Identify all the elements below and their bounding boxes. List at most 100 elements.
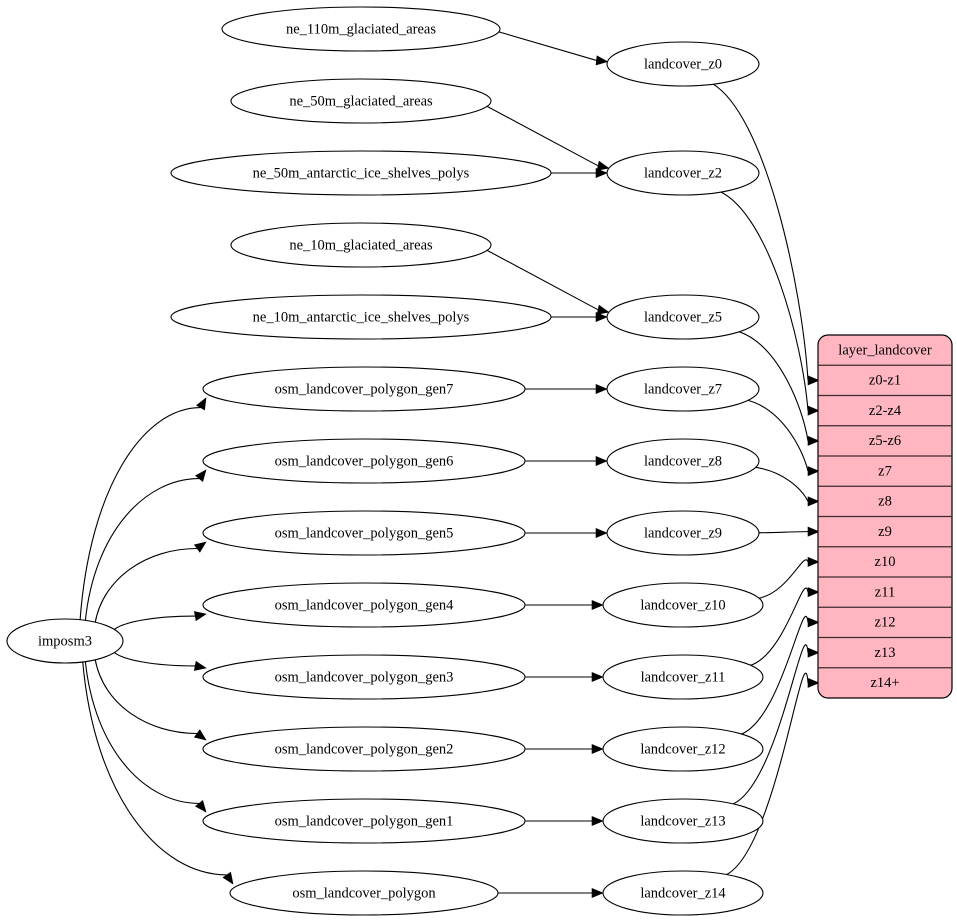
node-label: landcover_z12 bbox=[640, 741, 725, 757]
osm-node-osm_landcover_polygon_gen3[interactable]: osm_landcover_polygon_gen3 bbox=[202, 654, 526, 700]
node-label: ne_10m_glaciated_areas bbox=[289, 237, 433, 253]
record-row-label: z5-z6 bbox=[869, 433, 901, 449]
edge-arrowhead bbox=[807, 435, 820, 446]
landcover-node-landcover_z10[interactable]: landcover_z10 bbox=[602, 582, 764, 628]
edge-landcover_z8-to-record bbox=[753, 466, 809, 502]
landcover-node-landcover_z11[interactable]: landcover_z11 bbox=[602, 654, 764, 700]
node-label: ne_50m_glaciated_areas bbox=[289, 93, 433, 109]
edge-arrowhead bbox=[807, 587, 820, 598]
record-row-label: z11 bbox=[875, 584, 895, 600]
edge-arrowhead bbox=[193, 660, 207, 671]
ne-node-ne_110m_glaciated_areas[interactable]: ne_110m_glaciated_areas bbox=[221, 6, 501, 52]
edge-arrowhead bbox=[807, 405, 820, 416]
record-node-layer-landcover[interactable]: layer_landcoverz0-z1z2-z4z5-z6z7z8z9z10z… bbox=[817, 334, 953, 699]
edge-arrowhead bbox=[807, 466, 820, 477]
node-ellipse bbox=[230, 222, 492, 268]
edge-arrowhead bbox=[596, 160, 610, 171]
node-label: imposm3 bbox=[38, 633, 92, 649]
osm-node-osm_landcover_polygon_gen4[interactable]: osm_landcover_polygon_gen4 bbox=[202, 582, 526, 628]
node-label: landcover_z5 bbox=[644, 309, 722, 325]
node-ellipse bbox=[602, 582, 764, 628]
edge-landcover_z14-to-record bbox=[725, 672, 809, 876]
landcover-node-landcover_z7[interactable]: landcover_z7 bbox=[606, 366, 760, 412]
osm-node-osm_landcover_polygon_gen1[interactable]: osm_landcover_polygon_gen1 bbox=[202, 798, 526, 844]
ne-node-ne_50m_glaciated_areas[interactable]: ne_50m_glaciated_areas bbox=[230, 78, 492, 124]
record-row-label: z12 bbox=[875, 615, 896, 631]
node-ellipse bbox=[202, 438, 526, 484]
edge-arrowhead bbox=[595, 527, 608, 539]
record-row-label: z2-z4 bbox=[869, 403, 902, 419]
node-ellipse bbox=[221, 6, 501, 52]
edge-ne_110m_glaciated_areas-to-landcover_z0 bbox=[496, 30, 597, 61]
node-ellipse bbox=[202, 798, 526, 844]
node-label: osm_landcover_polygon_gen4 bbox=[275, 597, 455, 613]
node-ellipse bbox=[606, 150, 760, 196]
edge-arrowhead bbox=[596, 304, 610, 315]
node-label: landcover_z14 bbox=[640, 885, 726, 901]
edge-imposm3-to-osm_landcover_polygon_gen1 bbox=[84, 660, 200, 804]
edge-arrowhead bbox=[591, 743, 604, 755]
node-ellipse bbox=[606, 366, 760, 412]
node-ellipse bbox=[606, 41, 760, 87]
node-label: landcover_z0 bbox=[644, 56, 722, 72]
node-ellipse bbox=[606, 294, 760, 340]
edge-imposm3-to-osm_landcover_polygon_gen5 bbox=[94, 547, 198, 624]
node-ellipse bbox=[202, 366, 526, 412]
node-label: ne_50m_antarctic_ice_shelves_polys bbox=[253, 165, 470, 181]
osm-node-osm_landcover_polygon_gen2[interactable]: osm_landcover_polygon_gen2 bbox=[202, 726, 526, 772]
osm-node-osm_landcover_polygon_gen5[interactable]: osm_landcover_polygon_gen5 bbox=[202, 510, 526, 556]
node-ellipse bbox=[602, 726, 764, 772]
edge-arrowhead bbox=[807, 375, 820, 386]
ne-node-ne_50m_antarctic_ice_shelves_polys[interactable]: ne_50m_antarctic_ice_shelves_polys bbox=[170, 150, 552, 196]
edge-arrowhead bbox=[807, 677, 820, 688]
edge-arrowhead bbox=[807, 496, 820, 507]
record-row-label: z13 bbox=[875, 645, 896, 661]
osm-node-osm_landcover_polygon_gen7[interactable]: osm_landcover_polygon_gen7 bbox=[202, 366, 526, 412]
nodes-layer: ne_110m_glaciated_areas ne_50m_glaciated_… bbox=[6, 6, 764, 916]
edge-landcover_z13-to-record bbox=[732, 644, 809, 805]
node-label: ne_10m_antarctic_ice_shelves_polys bbox=[253, 309, 470, 325]
node-label: osm_landcover_polygon_gen1 bbox=[275, 813, 454, 829]
edge-arrowhead bbox=[193, 541, 207, 553]
record-row-label: z9 bbox=[878, 524, 892, 540]
ne-node-ne_10m_antarctic_ice_shelves_polys[interactable]: ne_10m_antarctic_ice_shelves_polys bbox=[170, 294, 552, 340]
node-ellipse bbox=[229, 870, 499, 916]
record-row-label: z10 bbox=[875, 554, 896, 570]
node-label: ne_110m_glaciated_areas bbox=[286, 21, 436, 37]
landcover-node-landcover_z14[interactable]: landcover_z14 bbox=[602, 870, 764, 916]
node-ellipse bbox=[202, 582, 526, 628]
node-label: osm_landcover_polygon_gen2 bbox=[275, 741, 454, 757]
edge-arrowhead bbox=[595, 455, 608, 467]
node-ellipse bbox=[606, 438, 760, 484]
landcover-node-landcover_z13[interactable]: landcover_z13 bbox=[602, 798, 764, 844]
node-ellipse bbox=[602, 654, 764, 700]
landcover-node-landcover_z5[interactable]: landcover_z5 bbox=[606, 294, 760, 340]
edge-arrowhead bbox=[196, 397, 207, 411]
edge-arrowhead bbox=[591, 671, 604, 683]
landcover-node-landcover_z0[interactable]: landcover_z0 bbox=[606, 41, 760, 87]
edge-ne_50m_glaciated_areas-to-landcover_z2 bbox=[485, 105, 599, 167]
edge-imposm3-to-osm_landcover_polygon bbox=[82, 661, 227, 876]
edge-arrowhead bbox=[591, 815, 604, 827]
edge-landcover_z2-to-record bbox=[720, 191, 809, 411]
osm-node-osm_landcover_polygon_gen6[interactable]: osm_landcover_polygon_gen6 bbox=[202, 438, 526, 484]
source-node-imposm3[interactable]: imposm3 bbox=[6, 618, 124, 664]
osm-node-osm_landcover_polygon[interactable]: osm_landcover_polygon bbox=[229, 870, 499, 916]
landcover-node-landcover_z8[interactable]: landcover_z8 bbox=[606, 438, 760, 484]
edge-arrowhead bbox=[193, 611, 207, 622]
edge-arrowhead bbox=[807, 617, 820, 628]
landcover-node-landcover_z9[interactable]: landcover_z9 bbox=[606, 510, 760, 556]
edge-imposm3-to-osm_landcover_polygon_gen4 bbox=[111, 615, 196, 633]
node-ellipse bbox=[602, 798, 764, 844]
ne-node-ne_10m_glaciated_areas[interactable]: ne_10m_glaciated_areas bbox=[230, 222, 492, 268]
node-ellipse bbox=[602, 870, 764, 916]
landcover-node-landcover_z12[interactable]: landcover_z12 bbox=[602, 726, 764, 772]
landcover-node-landcover_z2[interactable]: landcover_z2 bbox=[606, 150, 760, 196]
edge-landcover_z0-to-record bbox=[712, 83, 809, 381]
node-label: osm_landcover_polygon_gen6 bbox=[275, 453, 454, 469]
node-label: landcover_z13 bbox=[640, 813, 725, 829]
edge-arrowhead bbox=[595, 167, 608, 179]
node-ellipse bbox=[230, 78, 492, 124]
